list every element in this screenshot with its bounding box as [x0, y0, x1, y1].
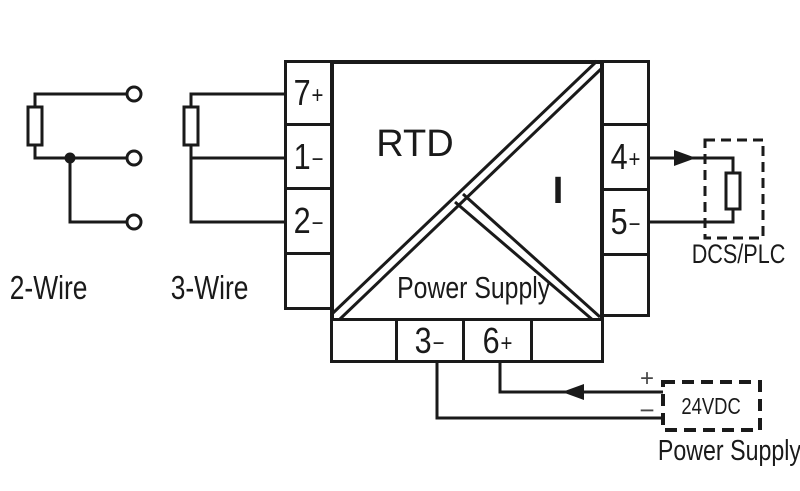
isolation-diagonal-line: [454, 200, 595, 323]
rtd-input-label: RTD: [376, 123, 454, 165]
terminal-label: [567, 323, 568, 359]
power-plus-wire: [498, 361, 663, 394]
terminal-label: [308, 263, 309, 299]
power-section-label: Power Supply: [397, 270, 551, 305]
terminal-label: 5−: [610, 201, 641, 242]
isolation-diagonal-line: [338, 67, 603, 321]
two-wire-top-lead: [33, 92, 127, 107]
rtd-resistor-3wire-icon: [182, 105, 200, 147]
two-wire-caption: 2-Wire: [9, 269, 88, 306]
terminal-label: [364, 323, 365, 359]
24vdc-box: [661, 380, 762, 432]
terminal-label: [625, 75, 626, 111]
terminal-blank: [330, 318, 398, 363]
transmitter-body: [330, 60, 604, 322]
terminal-7-plus: 7+: [284, 60, 333, 126]
dcs-plc-box: [703, 138, 765, 240]
terminal-4-plus: 4+: [601, 123, 650, 191]
terminal-5-minus: 5−: [601, 188, 650, 256]
load-resistor-icon: [724, 171, 742, 211]
three-wire-bottom-lead: [189, 145, 288, 224]
rtd-resistor-2wire-icon: [26, 105, 44, 147]
terminal-blank: [284, 252, 333, 310]
terminal-circle-icon: [125, 149, 143, 167]
current-output-label: I: [552, 170, 564, 212]
24vdc-label: 24VDC: [681, 392, 742, 419]
terminal-label: 2−: [293, 200, 324, 241]
terminal-6-plus: 6+: [462, 318, 533, 363]
power-minus-wire: [435, 361, 663, 420]
minus-sign: −: [639, 395, 655, 425]
plus-sign: +: [639, 365, 654, 392]
output-plus-wire: [648, 156, 735, 173]
three-wire-top-lead: [189, 92, 288, 107]
terminal-3-minus: 3−: [395, 318, 465, 363]
dcs-plc-caption: DCS/PLC: [691, 239, 786, 269]
output-minus-wire: [648, 209, 735, 224]
terminal-blank: [601, 60, 650, 126]
arrow-right-icon: [674, 150, 696, 166]
terminal-label: 6+: [482, 319, 513, 361]
terminal-label: [625, 267, 626, 303]
terminal-1-minus: 1−: [284, 123, 333, 190]
arrow-left-icon: [562, 384, 584, 400]
two-wire-bottom-lead: [68, 158, 127, 224]
terminal-circle-icon: [125, 85, 143, 103]
power-supply-caption: Power Supply: [657, 435, 800, 467]
terminal-circle-icon: [125, 213, 143, 231]
junction-dot-icon: [64, 152, 76, 164]
two-wire-mid-lead: [33, 145, 127, 160]
terminal-blank: [530, 318, 604, 363]
terminal-blank: [601, 253, 650, 317]
terminal-label: 7+: [293, 72, 324, 113]
terminal-label: 4+: [610, 136, 641, 177]
three-wire-caption: 3-Wire: [171, 269, 249, 306]
isolation-diagonal-line: [331, 59, 599, 315]
terminal-label: 1−: [293, 135, 324, 177]
isolation-diagonal-line: [461, 192, 602, 319]
terminal-label: 3−: [415, 319, 445, 361]
terminal-2-minus: 2−: [284, 187, 333, 255]
